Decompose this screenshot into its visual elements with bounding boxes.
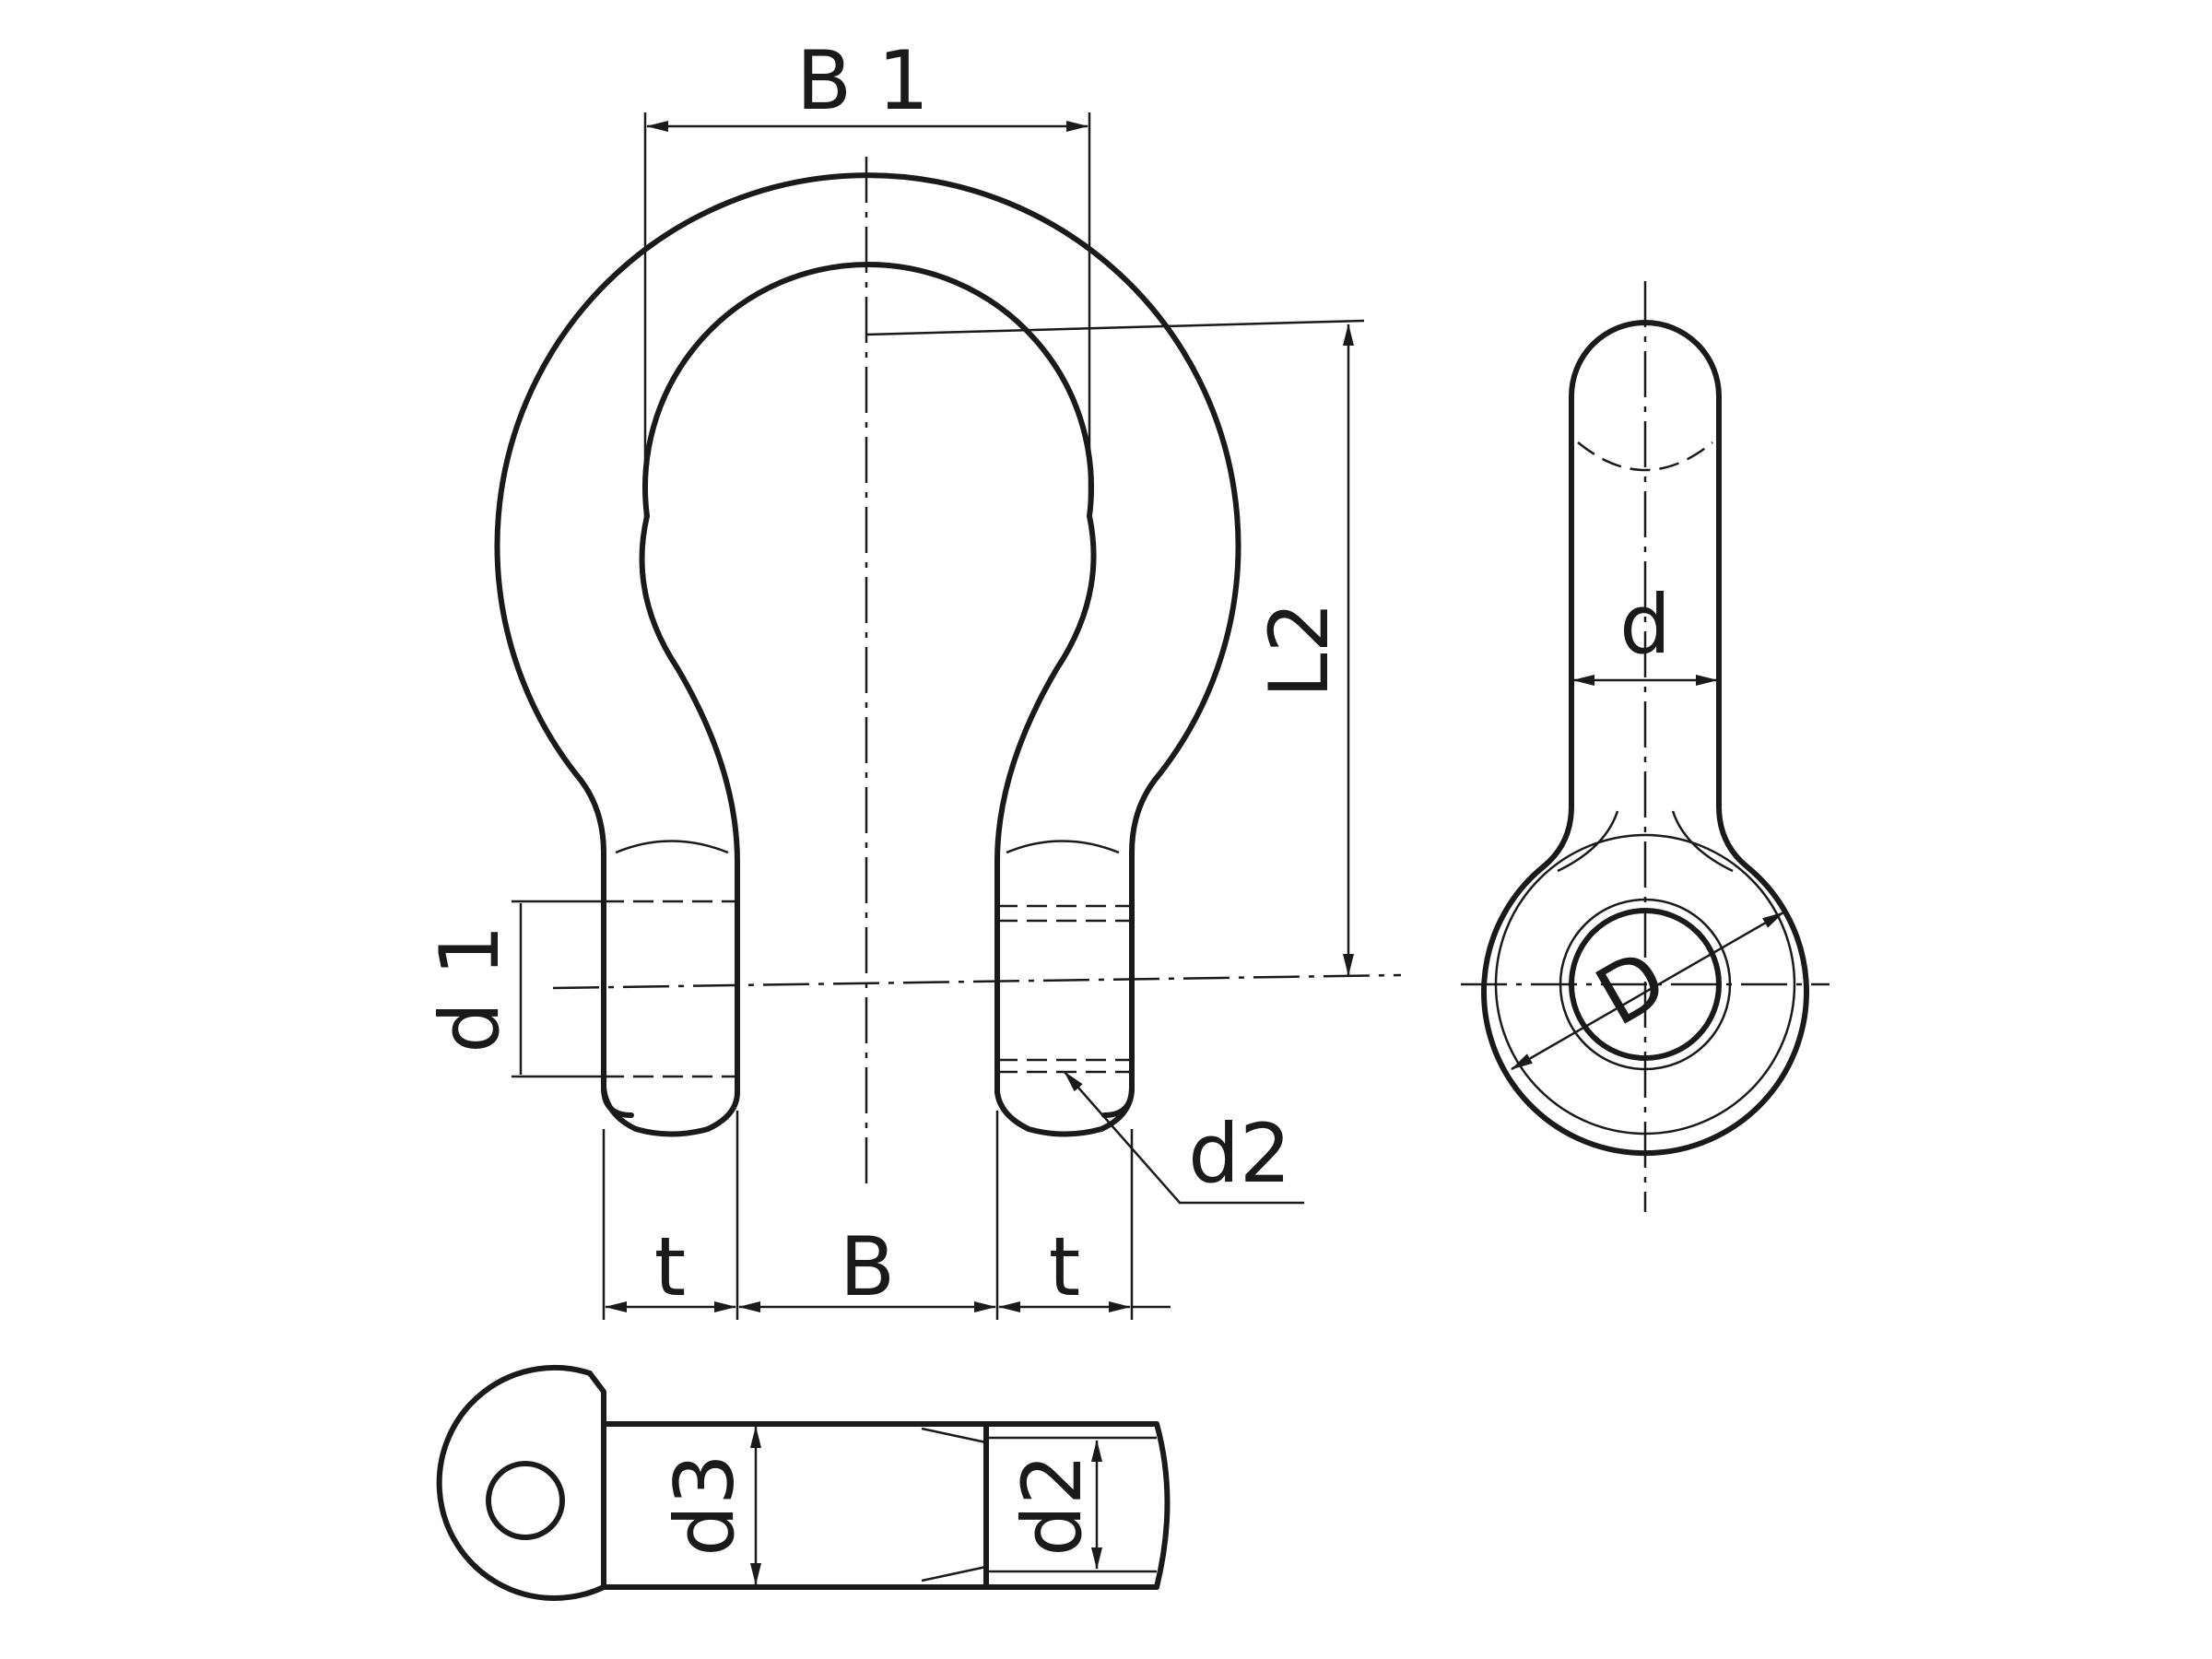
label-d: d <box>1619 577 1671 672</box>
pin-centerline <box>552 973 1402 990</box>
label-d2-front: d2 <box>1188 1106 1291 1201</box>
d1-extension-lines <box>512 900 601 1078</box>
right-eye-transition <box>1006 840 1120 854</box>
pin-taper-lines <box>921 1427 1157 1583</box>
label-t-left: t <box>654 1219 687 1314</box>
side-view-contour <box>1481 320 1809 1157</box>
D-dimension-line <box>1511 911 1784 1071</box>
label-d2-pin: d2 <box>1005 1453 1100 1557</box>
d2-leader <box>1064 1071 1304 1205</box>
left-bore-hidden <box>604 900 737 1078</box>
label-b1: B 1 <box>796 33 929 128</box>
label-d1: d 1 <box>422 924 517 1053</box>
left-eye-transition <box>615 840 729 854</box>
pin-view <box>436 1364 1171 1601</box>
dimensions <box>512 112 1784 1585</box>
labels: B 1 L2 d d 1 d2 t B t D d3 d2 <box>422 33 1682 1557</box>
left-eye-bottom <box>601 1085 740 1137</box>
label-t-right: t <box>1049 1219 1081 1314</box>
side-top-hidden-arc <box>1577 441 1713 472</box>
l2-extension-lines <box>865 319 1365 336</box>
right-eye-bottom <box>994 1085 1135 1137</box>
pin-shaft-contour <box>601 1421 1171 1590</box>
label-b: B <box>840 1219 895 1314</box>
side-transition-right <box>1671 810 1734 873</box>
shackle-outer-contour <box>494 172 1241 1118</box>
shackle-inner-contour <box>639 261 1097 1095</box>
label-D: D <box>1581 931 1682 1044</box>
label-l2: L2 <box>1252 601 1347 698</box>
b1-extension-lines <box>643 112 1091 521</box>
pin-head-contour <box>436 1364 606 1601</box>
side-transition-left <box>1557 810 1619 873</box>
right-bore-hidden <box>997 904 1132 1074</box>
side-view <box>1461 281 1830 1212</box>
front-view <box>494 157 1402 1189</box>
bottom-extension-lines <box>602 1111 1134 1320</box>
label-d3: d3 <box>657 1453 752 1557</box>
pin-head-hole <box>486 1461 565 1540</box>
